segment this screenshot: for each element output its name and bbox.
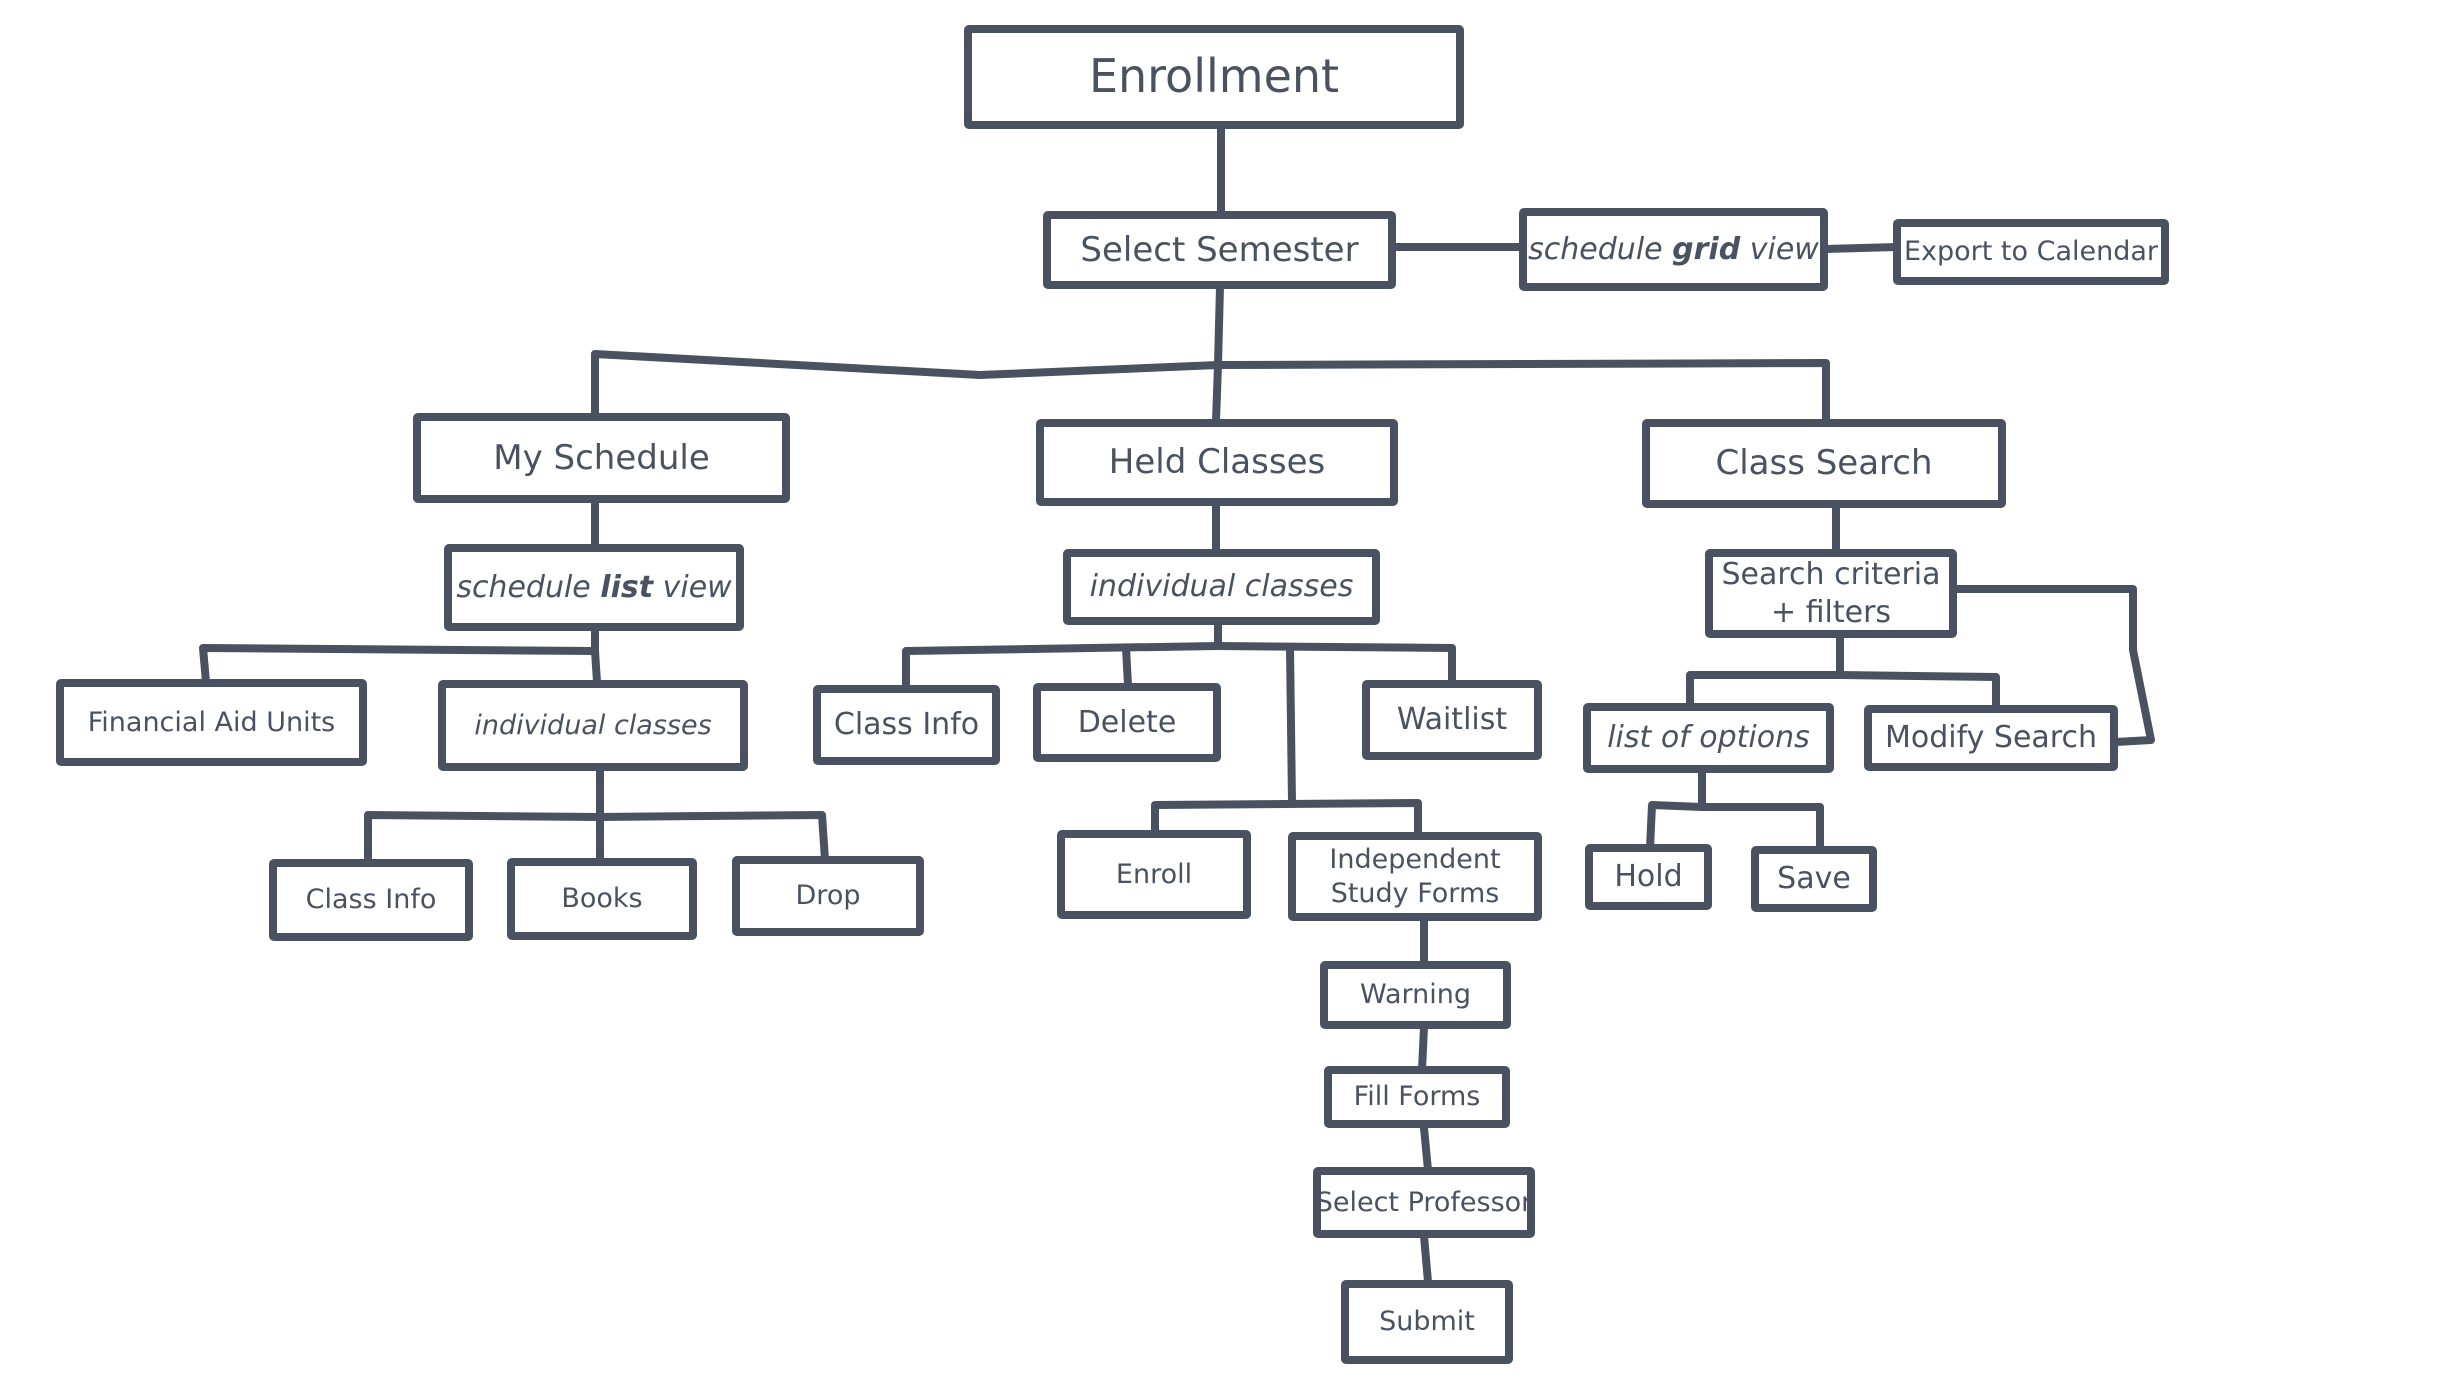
connector-options-save	[1698, 803, 1824, 852]
node-modify-search: Modify Search	[1864, 705, 2118, 771]
node-export-to-calendar-label: Export to Calendar	[1903, 236, 2159, 268]
node-waitlist-label: Waitlist	[1396, 702, 1508, 738]
node-select-professor-label: Select Professor	[1315, 1186, 1533, 1218]
node-drop-label: Drop	[795, 880, 861, 912]
node-waitlist: Waitlist	[1362, 680, 1542, 760]
node-select-semester-label: Select Semester	[1080, 229, 1359, 270]
connector-main-bar	[591, 350, 1830, 425]
node-my-schedule-label: My Schedule	[493, 437, 710, 478]
node-save-label: Save	[1777, 861, 1851, 897]
node-submit-label: Submit	[1379, 1306, 1475, 1338]
node-individual-classes-schedule: individual classes	[438, 680, 748, 771]
node-financial-aid-units-label: Financial Aid Units	[87, 706, 336, 738]
node-held-classes: Held Classes	[1036, 419, 1398, 506]
node-fill-forms-label: Fill Forms	[1353, 1081, 1481, 1113]
node-class-info-held-label: Class Info	[833, 707, 980, 743]
node-enrollment: Enrollment	[964, 25, 1464, 129]
connector-held-delete	[1122, 644, 1132, 689]
connector-criteria-children	[1686, 632, 1844, 709]
node-warning: Warning	[1320, 961, 1511, 1029]
connector-held-waitlist	[1214, 642, 1456, 687]
node-delete: Delete	[1033, 683, 1221, 762]
connector-semester-bar	[1214, 282, 1224, 369]
node-search-criteria-line2: + filters	[1770, 594, 1892, 630]
connector-individual-children	[364, 764, 604, 866]
node-individual-classes-held-label: individual classes	[1089, 569, 1354, 605]
connector-bar-held	[1212, 361, 1222, 425]
connector-individual-drop	[596, 811, 829, 864]
node-schedule-list-view-label: schedule list view	[456, 569, 732, 605]
node-schedule-grid-view: schedule grid view	[1519, 208, 1828, 291]
connector-listview-individual	[591, 647, 601, 686]
connector-warning-fillforms	[1418, 1023, 1428, 1074]
node-delete-label: Delete	[1077, 704, 1177, 740]
connector-professor-submit	[1420, 1232, 1432, 1286]
node-search-criteria: Search criteria + filters	[1705, 549, 1957, 638]
node-enrollment-label: Enrollment	[1088, 49, 1340, 104]
node-enroll: Enroll	[1057, 830, 1251, 919]
node-books: Books	[507, 858, 697, 940]
node-class-info-held: Class Info	[813, 685, 1000, 765]
node-select-professor: Select Professor	[1313, 1167, 1535, 1238]
connector-options-children	[1646, 766, 1706, 852]
node-class-search-label: Class Search	[1715, 443, 1933, 484]
node-warning-label: Warning	[1359, 979, 1471, 1011]
node-fill-forms: Fill Forms	[1324, 1066, 1510, 1128]
node-class-info-schedule: Class Info	[269, 859, 473, 941]
node-schedule-grid-view-label: schedule grid view	[1528, 231, 1819, 267]
connector-held-long	[1286, 644, 1296, 807]
connector-held-enroll-study	[1151, 799, 1422, 838]
node-books-label: Books	[561, 883, 643, 915]
connector-heldindividual-children	[902, 616, 1222, 692]
node-class-info-schedule-label: Class Info	[305, 884, 437, 916]
node-search-criteria-line1: Search criteria	[1721, 557, 1941, 592]
node-independent-study-line2: Study Forms	[1330, 877, 1500, 909]
node-enroll-label: Enroll	[1115, 858, 1193, 890]
node-select-semester: Select Semester	[1043, 211, 1396, 289]
node-independent-study-line1: Independent	[1329, 843, 1501, 875]
connector-criteria-modify	[1836, 671, 2000, 711]
node-submit: Submit	[1341, 1280, 1513, 1364]
node-list-of-options: list of options	[1583, 703, 1834, 773]
node-individual-classes-held: individual classes	[1063, 549, 1380, 625]
connector-listview-children	[199, 626, 599, 686]
node-held-classes-label: Held Classes	[1108, 442, 1326, 483]
node-hold-label: Hold	[1614, 859, 1683, 895]
node-export-to-calendar: Export to Calendar	[1893, 219, 2169, 285]
node-schedule-list-view: schedule list view	[444, 544, 744, 631]
connector-criteria-loop	[1951, 585, 2155, 746]
connector-fillforms-professor	[1420, 1124, 1432, 1174]
node-drop: Drop	[732, 856, 924, 936]
node-save: Save	[1751, 846, 1877, 912]
node-hold: Hold	[1585, 844, 1712, 910]
node-modify-search-label: Modify Search	[1884, 720, 2097, 756]
node-independent-study-forms: Independent Study Forms	[1288, 832, 1542, 921]
connector-gridview-export	[1821, 243, 1901, 253]
node-list-of-options-label: list of options	[1607, 720, 1810, 756]
node-individual-classes-schedule-label: individual classes	[474, 709, 712, 741]
node-my-schedule: My Schedule	[413, 413, 790, 503]
node-financial-aid-units: Financial Aid Units	[56, 679, 367, 766]
node-class-search: Class Search	[1642, 419, 2006, 508]
